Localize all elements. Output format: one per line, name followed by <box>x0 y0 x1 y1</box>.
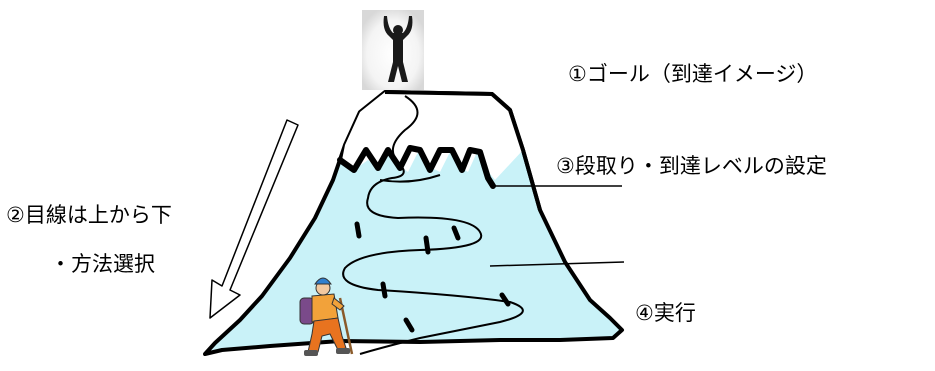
execute-label: ④実行 <box>635 301 696 325</box>
zigzag-trail <box>342 95 524 355</box>
method-label: ・方法選択 <box>50 252 155 276</box>
gaze-label: ②目線は上から下 <box>6 203 172 227</box>
upper-trail <box>379 174 441 183</box>
leader-lines <box>489 185 625 267</box>
down-left-arrow-icon <box>209 119 299 319</box>
goal-label: ①ゴール（到達イメージ） <box>568 62 818 86</box>
mountain-snowcap <box>342 92 523 180</box>
hiker-icon <box>299 277 354 356</box>
person-arms-raised-icon <box>362 10 424 90</box>
snowline <box>337 145 496 189</box>
mountain-body <box>203 90 624 356</box>
trail-markers <box>354 221 511 333</box>
steps-label: ③段取り・到達レベルの設定 <box>556 154 827 178</box>
mountain <box>203 90 624 356</box>
